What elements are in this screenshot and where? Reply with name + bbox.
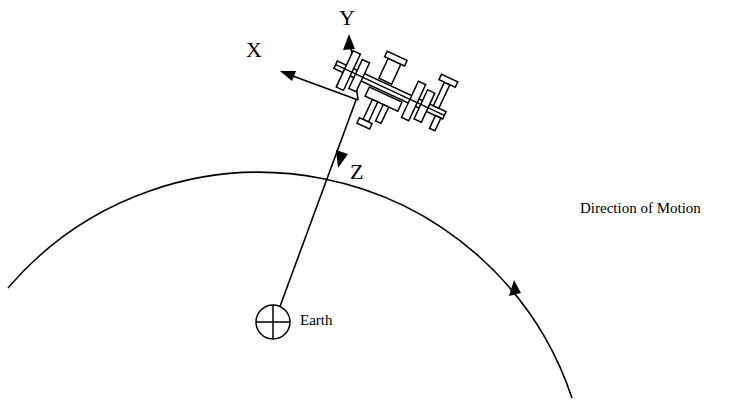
body-label: Earth	[300, 312, 332, 329]
axis-label: X	[246, 38, 262, 62]
z-arrowhead	[336, 150, 348, 168]
x-arrowhead	[280, 71, 296, 81]
earth-symbol	[256, 305, 290, 339]
y-arrowhead	[343, 34, 355, 50]
motion-label: Direction of Motion	[580, 200, 701, 217]
axis-label: Y	[339, 6, 355, 30]
motion-arrowhead	[509, 280, 521, 296]
axis-label: Z	[350, 160, 363, 184]
z-axis	[275, 100, 356, 320]
space-station	[317, 32, 460, 155]
orbit-arc	[8, 172, 572, 398]
